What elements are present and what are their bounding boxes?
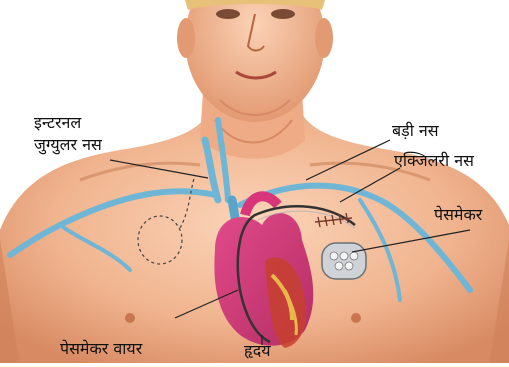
label-pacemaker-wire: पेसमेकर वायर: [60, 340, 142, 358]
label-big-vein: बड़ी नस: [392, 122, 439, 140]
label-axillary-vein: एक्जिलरी नस: [394, 152, 474, 170]
pacemaker-device-icon: [322, 243, 366, 279]
label-internal-jugular-line2: जुग्युलर नस: [34, 136, 102, 154]
label-heart: हृदय: [244, 342, 271, 360]
label-pacemaker: पेसमेकर: [434, 206, 482, 224]
right-eye: [271, 9, 295, 19]
left-eye: [216, 9, 240, 19]
label-internal-jugular-line1: इन्टरनल: [34, 114, 81, 132]
